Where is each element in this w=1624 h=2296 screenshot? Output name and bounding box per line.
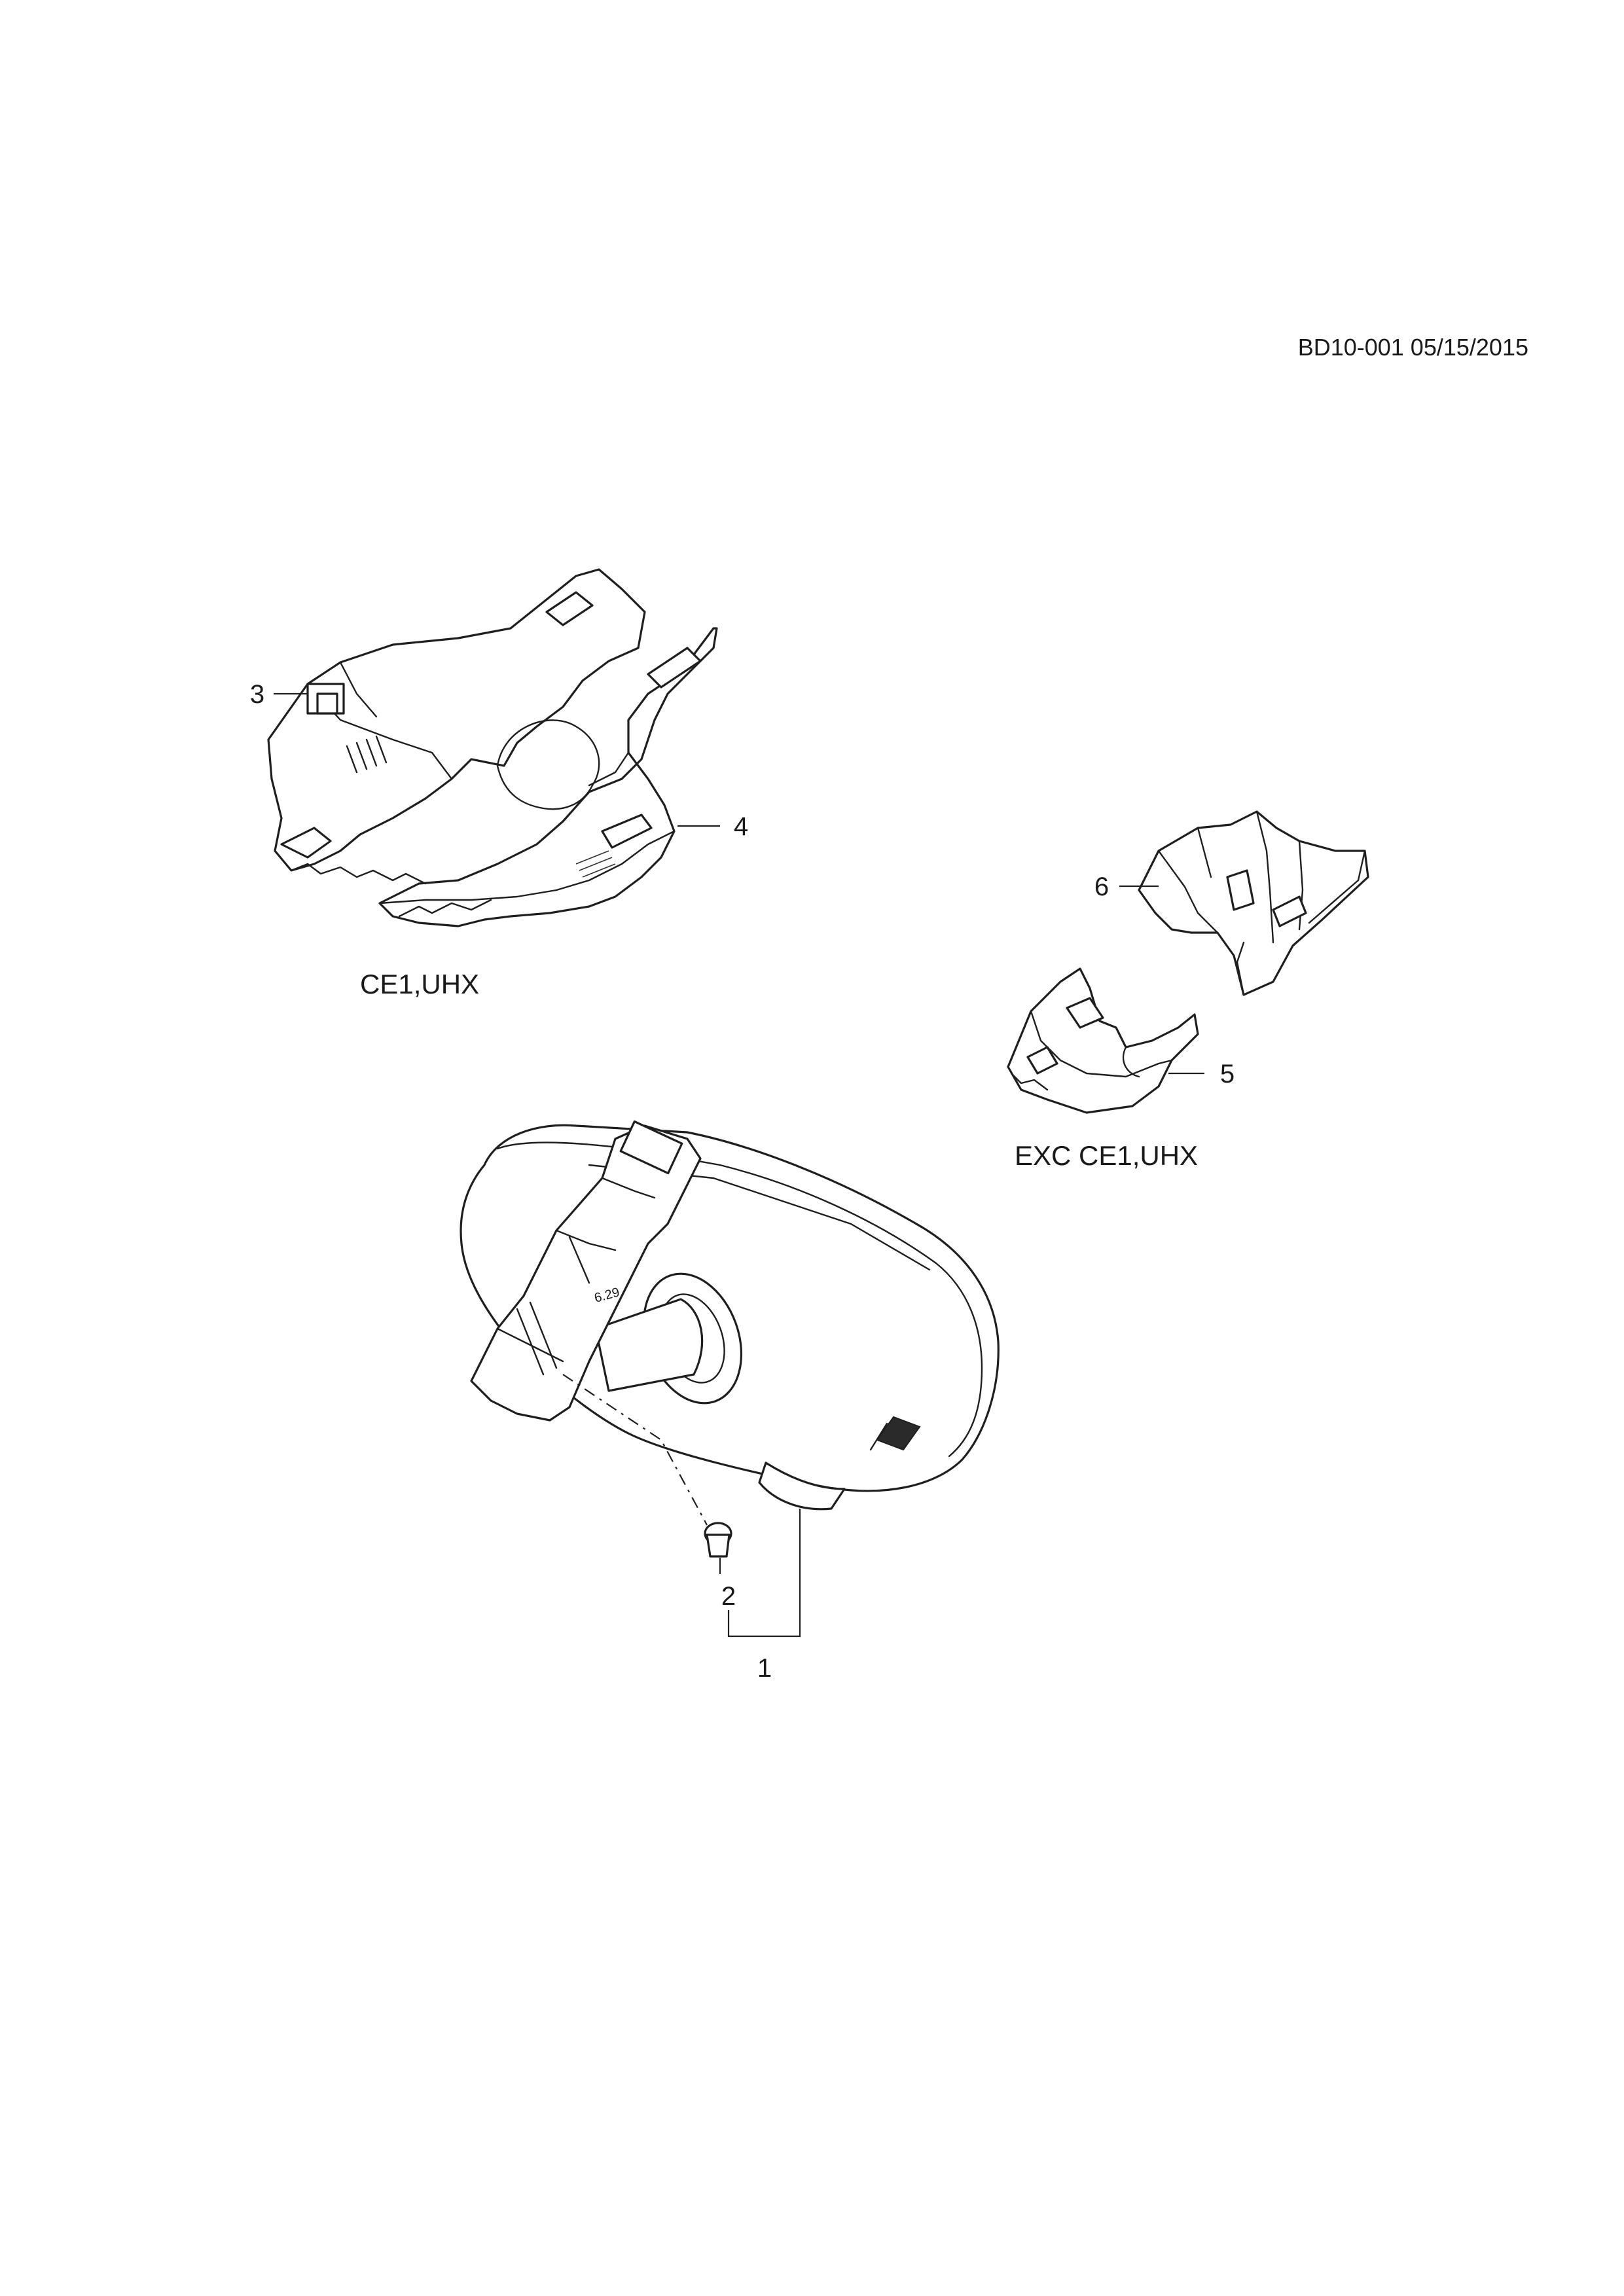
callout-5: 5	[1220, 1060, 1235, 1088]
mirror-sensor-window	[876, 1416, 921, 1451]
rear-view-mirror: 6.29	[460, 1120, 1000, 1526]
mirror-cover-large	[267, 568, 718, 927]
diagram-reference: BD10-001 05/15/2015	[1298, 334, 1528, 361]
mirror-connector-plug	[619, 1120, 683, 1175]
mirror-screw	[704, 1522, 732, 1558]
leader-line-1	[727, 1509, 801, 1638]
mirror-cover-small	[1007, 810, 1369, 1114]
note-large-cover: CE1,UHX	[360, 969, 479, 999]
cover-vent-slots	[575, 850, 616, 878]
callout-1: 1	[757, 1654, 772, 1683]
cover-stem-opening	[496, 719, 600, 810]
callout-3: 3	[250, 680, 264, 709]
cover-part-5	[1007, 967, 1199, 1114]
mirror-stem	[594, 1298, 704, 1392]
callout-4: 4	[734, 812, 748, 841]
callout-6: 6	[1094, 872, 1109, 901]
callout-2: 2	[721, 1582, 736, 1611]
cover-clip	[545, 591, 594, 626]
note-small-cover: EXC CE1,UHX	[1015, 1140, 1198, 1171]
cover-vent-slots	[346, 735, 388, 774]
mirror-connector-bracket	[470, 1124, 702, 1422]
cover-lower-half	[378, 627, 718, 927]
